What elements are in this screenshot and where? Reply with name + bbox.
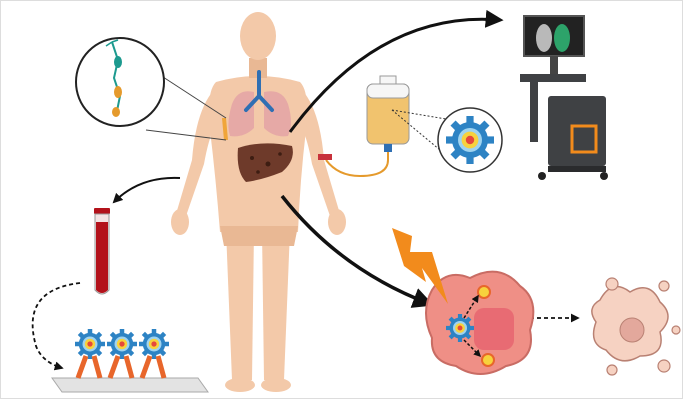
dead-cell	[592, 278, 680, 375]
arrow-to-blood	[114, 178, 180, 202]
nanoparticle-icon	[446, 116, 494, 164]
blood-tube	[94, 208, 110, 294]
nerve-site	[224, 118, 226, 140]
imaging-workstation	[520, 16, 608, 180]
arrow-to-culture	[33, 283, 80, 368]
patient-body	[171, 12, 346, 392]
infusion-bag	[318, 76, 502, 176]
neuron-culture	[52, 329, 208, 392]
